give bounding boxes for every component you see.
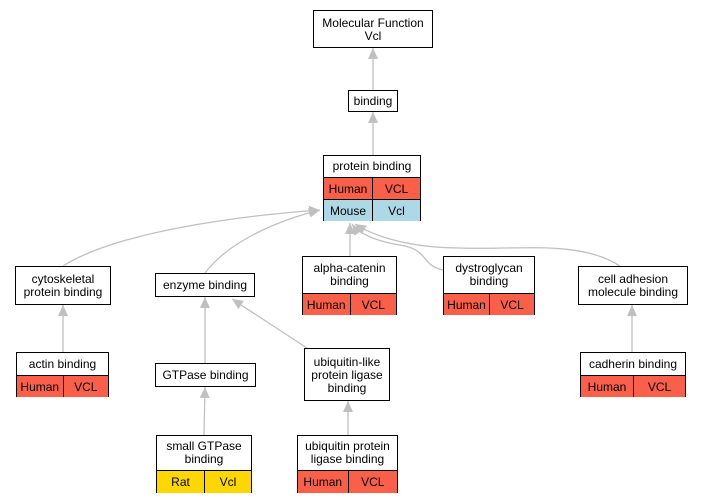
go-term-label: protein binding <box>332 159 412 173</box>
species-label: Human <box>328 181 368 196</box>
gene-annotation-row: Rat Vcl <box>157 470 251 493</box>
species-label: Human <box>447 297 486 312</box>
go-term-label: Molecular Function Vcl <box>322 15 424 43</box>
edge-enzyme-to-protein-binding <box>204 207 321 274</box>
gene-symbol-link[interactable]: VCL <box>62 376 109 397</box>
species-label: Human <box>306 297 346 312</box>
go-term-gtpase[interactable]: GTPase binding <box>155 363 256 387</box>
gene-symbol-link[interactable]: VCL <box>349 294 397 315</box>
gene-annotation-row: Human VCL <box>581 375 685 397</box>
go-term-label: binding <box>353 94 393 108</box>
go-term-cytoskeletal[interactable]: cytoskeletal protein binding <box>15 266 111 305</box>
species-label: Human <box>20 379 60 394</box>
go-term-label: GTPase binding <box>162 368 249 382</box>
go-term-label: ubiquitin protein ligase binding <box>305 439 390 466</box>
go-term-label: dystroglycan binding <box>455 261 523 288</box>
species-label: Rat <box>171 475 190 489</box>
gene-symbol-link[interactable]: VCL <box>347 471 398 493</box>
gene-annotation-row: Mouse Vcl <box>324 199 420 221</box>
go-term-label: cytoskeletal protein binding <box>23 272 103 299</box>
species-label: Human <box>587 379 627 394</box>
go-term-label: enzyme binding <box>162 278 248 292</box>
gene-annotation-row: Human VCL <box>324 177 420 199</box>
edge-ubl-to-enzyme <box>231 298 311 351</box>
go-term-label: alpha-catenin binding <box>313 261 386 288</box>
go-term-binding[interactable]: binding <box>348 90 398 112</box>
go-term-cell-adhesion[interactable]: cell adhesion molecule binding <box>578 266 688 305</box>
gene-symbol-link[interactable]: VCL <box>633 376 685 397</box>
go-term-label: actin binding <box>28 356 97 371</box>
species-label: Human <box>303 475 343 489</box>
gene-symbol-link[interactable]: Vcl <box>372 200 420 221</box>
go-term-label: cell adhesion molecule binding <box>587 272 679 299</box>
gene-symbol-link[interactable]: Vcl <box>204 471 251 493</box>
go-term-label: ubiquitin-like protein ligase binding <box>311 354 383 395</box>
gene-annotation-row: Human VCL <box>298 470 397 493</box>
go-term-label: cadherin binding <box>588 356 678 371</box>
go-term-root[interactable]: Molecular Function Vcl <box>313 10 433 48</box>
edge-cell-adhesion-to-protein-binding <box>354 223 621 267</box>
edge-cytoskeletal-to-protein-binding <box>62 205 321 267</box>
species-label: Mouse <box>329 203 367 218</box>
go-term-ubl[interactable]: ubiquitin-like protein ligase binding <box>304 348 390 401</box>
go-term-label: small GTPase binding <box>166 439 242 466</box>
go-term-enzyme[interactable]: enzyme binding <box>155 273 255 297</box>
gene-symbol-link[interactable]: VCL <box>372 178 420 199</box>
edge-small-gtpase-to-gtpase <box>199 386 210 436</box>
gene-symbol-link[interactable]: VCL <box>489 294 534 315</box>
